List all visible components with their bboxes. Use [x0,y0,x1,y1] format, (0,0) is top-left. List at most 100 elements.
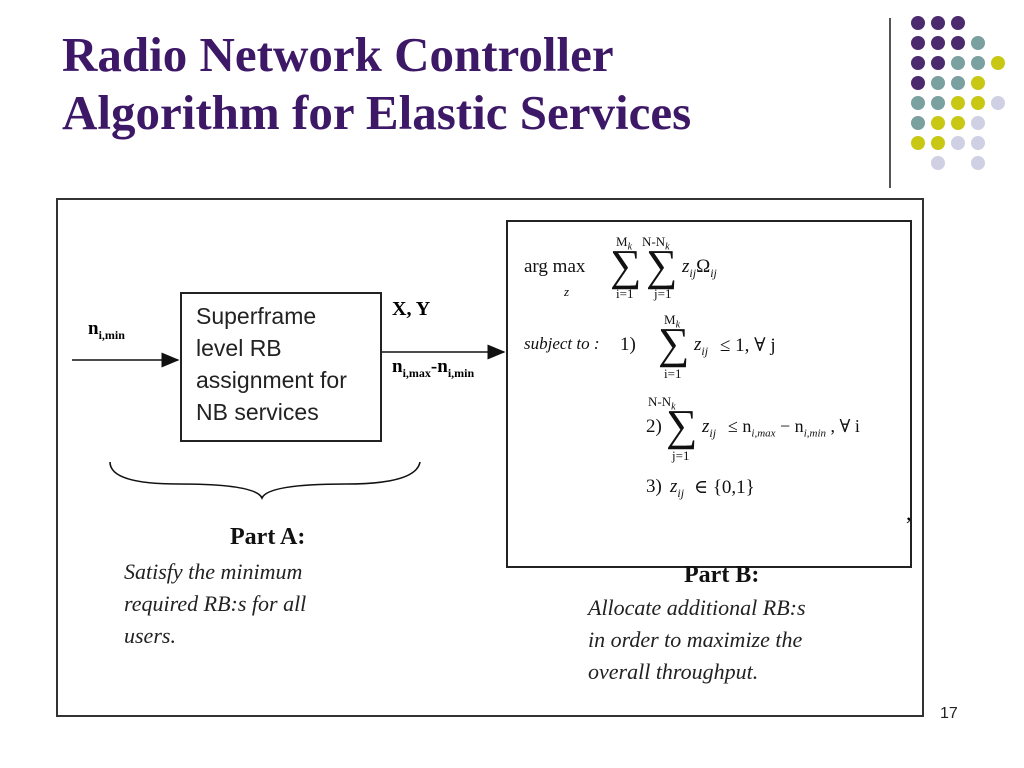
c1-rhs: ≤ 1, ∀ j [720,335,776,356]
sum2-lower-limit: j=1 [654,286,672,301]
objective-z: z [682,256,690,277]
c2-z: z [702,416,710,437]
block-a-line: assignment for [196,367,347,393]
dot-teal [971,56,985,70]
c1-upper-limit: Mk [664,312,680,331]
input-label-main: n [88,318,99,339]
c2-rhs-c: , ∀ i [826,416,860,436]
output-label-sub2: i,min [447,365,475,380]
sum2-upper-sub: k [665,241,670,253]
dot-teal [951,56,965,70]
part-b-line: Allocate additional RB:s [588,595,806,620]
part-b-heading: Part B: [684,562,760,588]
part-a-line: required RB:s for all [124,591,307,616]
c1-z-sub: ij [701,343,709,358]
dot-teal [951,76,965,90]
c3-z-sub: ij [677,485,685,500]
part-a-line: Satisfy the minimum [124,559,303,584]
part-a-heading: Part A: [230,524,306,550]
dot-purple [911,16,925,30]
dot-olive [951,96,965,110]
header-divider [889,18,891,188]
slide-title: Radio Network Controller Algorithm for E… [62,26,862,142]
c1-upper-main: M [664,312,676,327]
stray-mark: , [906,500,912,525]
sum1-upper-limit: Mk [616,234,632,253]
diagram-frame: ni,min Superframe level RB assignment fo… [56,198,924,717]
xy-label: X, Y [392,298,431,320]
dot-teal [911,116,925,130]
superframe-assignment-text: Superframe level RB assignment for NB se… [196,300,376,428]
c2-term: zij [702,416,716,441]
input-label: ni,min [88,318,125,343]
argmax-subscript: z [564,284,570,299]
dot-teal [931,96,945,110]
dot-teal [931,76,945,90]
c1-upper-sub: k [675,319,681,331]
sum1-upper-sub: k [627,241,633,253]
dot-olive [991,56,1005,70]
dot-olive [931,136,945,150]
constraint-2-label: 2) [646,416,662,437]
part-b-description: Allocate additional RB:s in order to max… [588,592,806,688]
dot-purple [931,36,945,50]
c2-upper-sub: k [671,401,676,413]
dot-olive [951,116,965,130]
c2-lower-limit: j=1 [672,448,690,463]
c3-term: zij [670,476,684,501]
objective-term: zijΩij [682,256,717,281]
c1-z: z [694,334,702,355]
page-number: 17 [940,705,958,722]
dot-teal [911,96,925,110]
dot-purple [911,76,925,90]
dot-olive [911,136,925,150]
dot-olive [971,96,985,110]
c1-lower-limit: i=1 [664,366,682,381]
c2-rhs-b-sub: i,min [803,427,826,440]
part-a-line: users. [124,623,176,648]
block-a-line: level RB [196,335,282,361]
superframe-assignment-block: Superframe level RB assignment for NB se… [180,292,382,442]
output-label-n2: n [437,356,448,377]
c3-rhs: ∈ {0,1} [694,477,755,498]
dot-purple [931,56,945,70]
dot-purple [911,36,925,50]
c2-rhs: ≤ ni,max − ni,min , ∀ i [728,416,860,440]
c2-upper-main: N-N [648,394,672,409]
c2-rhs-a: ≤ n [728,416,752,436]
c2-rhs-a-sub: i,max [751,427,776,440]
subject-to-label: subject to : [524,334,600,353]
dot-lavender [931,156,945,170]
sum2-upper-main: N-N [642,234,666,249]
dot-lavender [951,136,965,150]
diagram-connectors [72,344,506,501]
objective-z-sub: ij [689,265,697,280]
c2-rhs-b: − n [775,416,804,436]
dot-purple [951,16,965,30]
constraint-1-label: 1) [620,334,636,355]
dot-lavender [971,136,985,150]
dot-teal [971,36,985,50]
input-label-sub: i,min [98,327,125,342]
sum2-sigma-icon: ∑ [646,241,678,290]
dot-purple [911,56,925,70]
output-label-n1: n [392,356,403,377]
part-a-description: Satisfy the minimum required RB:s for al… [124,556,306,652]
sum1-upper-main: M [616,234,628,249]
part-a-brace-icon [109,461,421,501]
part-b-line: in order to maximize the [588,627,803,652]
output-label: ni,max-ni,min [392,356,474,381]
c3-z: z [670,476,678,497]
dot-purple [931,16,945,30]
c1-term: zij [694,334,708,359]
dot-olive [971,76,985,90]
objective-omega-sub: ij [710,265,717,280]
output-label-dash: - [430,356,438,377]
dot-lavender [971,156,985,170]
dot-purple [951,36,965,50]
sum1-lower-limit: i=1 [616,286,634,301]
part-b-line: overall throughput. [588,659,759,684]
dot-olive [931,116,945,130]
argmax-label: arg max [524,256,586,277]
block-a-line: NB services [196,399,319,425]
